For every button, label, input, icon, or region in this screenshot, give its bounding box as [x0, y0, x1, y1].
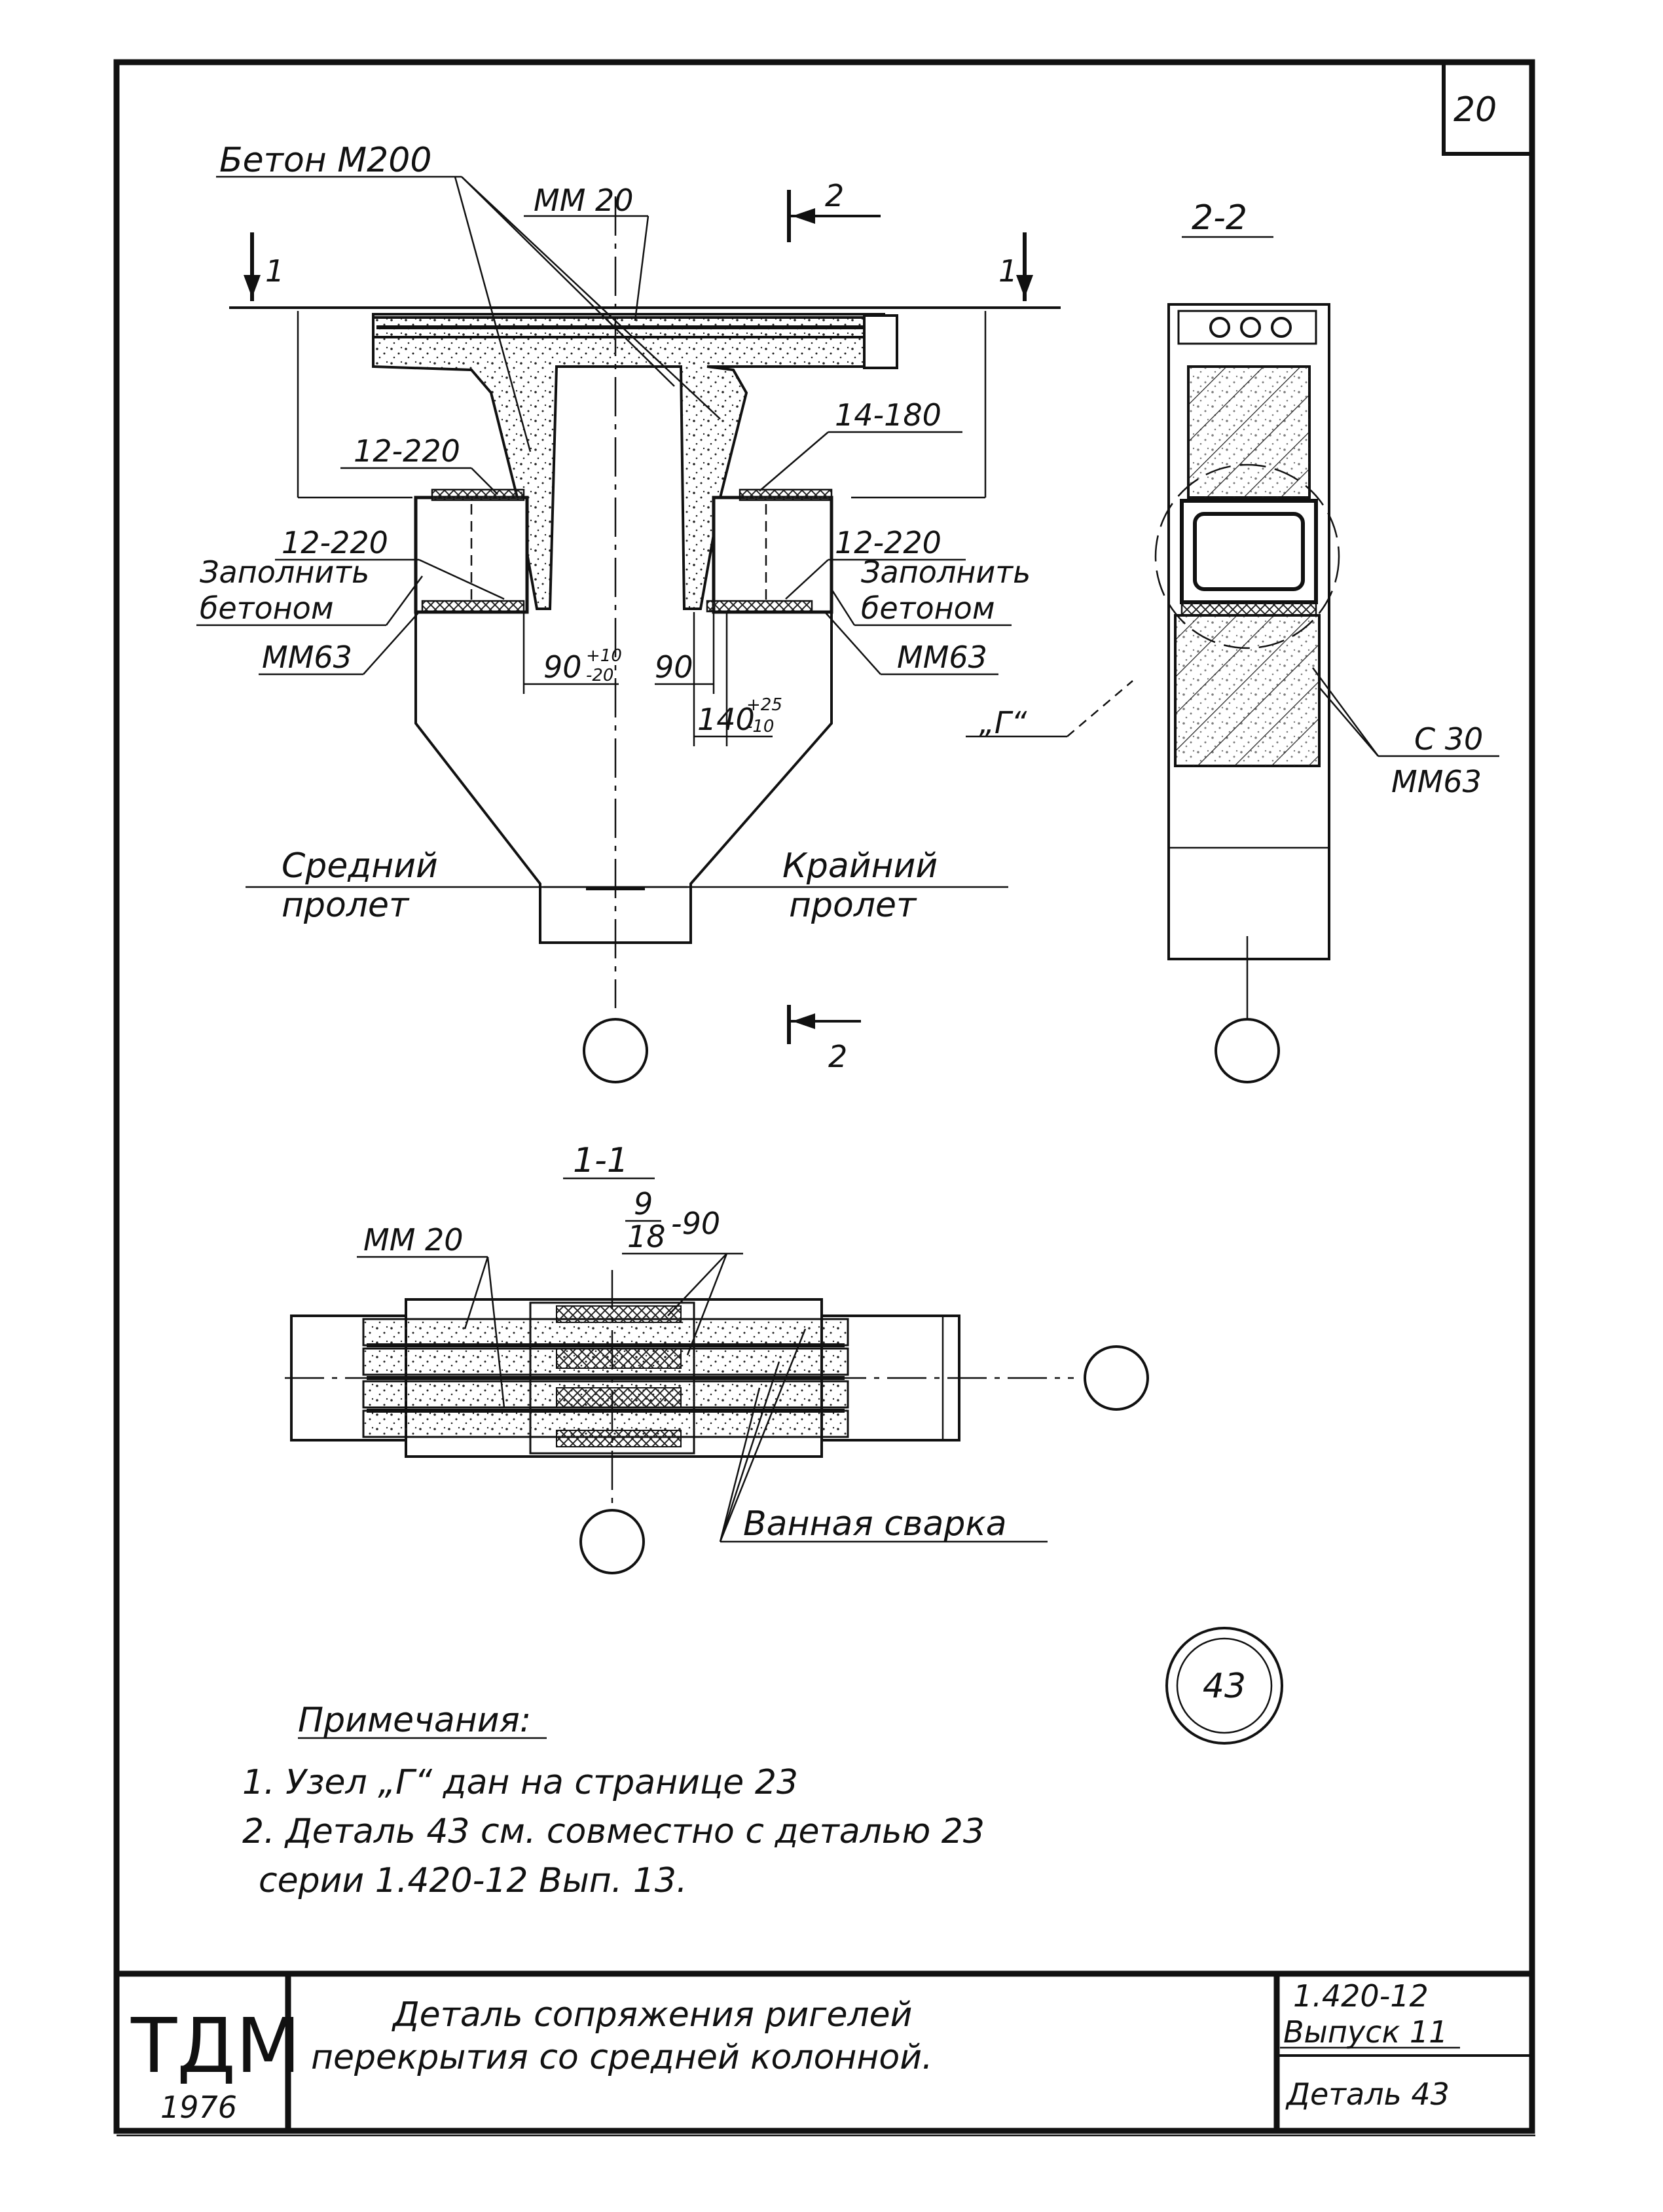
label-mm20-top: MM 20	[534, 183, 634, 218]
svg-text:2: 2	[825, 178, 844, 213]
label-fill-left-1: Заполнить	[200, 554, 369, 590]
section-2-2: 2-2 C 30 MM63	[1154, 198, 1499, 1083]
title-line-2: перекрытия со средней колонной.	[311, 2038, 933, 2077]
title-detail: Деталь 43	[1285, 2076, 1450, 2112]
svg-text:90: 90	[655, 649, 693, 685]
axis-bubble-top	[583, 1018, 648, 1083]
axis-bubble-1-1-right	[1084, 1345, 1149, 1411]
axis-bubble-right	[1215, 1018, 1280, 1083]
svg-text:-10: -10	[746, 717, 774, 736]
svg-text:90: 90	[543, 649, 582, 685]
label-12-220-a: 12-220	[354, 433, 460, 469]
label-fill-left-2: бетоном	[200, 590, 334, 626]
label-frac-num: 9	[634, 1186, 653, 1222]
label-12-220-b: 12-220	[282, 525, 388, 560]
label-frac-den: 18	[627, 1219, 666, 1254]
section-2-2-title: 2-2	[1192, 198, 1247, 238]
label-concrete-m200: Бетон M200	[219, 141, 431, 180]
label-frac-suffix: -90	[671, 1206, 720, 1241]
label-mm63-left: MM63	[262, 640, 352, 675]
label-bath-welding: Ванная сварка	[743, 1504, 1007, 1544]
label-14-180: 14-180	[835, 397, 941, 433]
title-year: 1976	[160, 2090, 237, 2125]
title-series: 1.420-12	[1293, 1978, 1429, 2014]
label-mm63-2-2: MM63	[1391, 764, 1482, 799]
svg-text:-20: -20	[586, 666, 613, 685]
label-node-g: „Г“	[979, 705, 1027, 740]
sheet-frame	[113, 59, 1535, 2137]
section-mark-1-right: 1	[998, 232, 1033, 301]
section-mark-1-left: 1	[244, 232, 284, 301]
section-1-1: 1-1 MM 20 9 18 -90	[285, 1141, 1149, 1574]
svg-text:140: 140	[697, 702, 755, 737]
section-mark-2-top: 2	[787, 178, 881, 242]
sheet-number: 20	[1453, 90, 1497, 130]
notes: Примечания: 1. Узел „Г“ дан на странице …	[242, 1701, 985, 1900]
title-block: ТДМ 1976 Деталь сопряжения ригелей перек…	[117, 1970, 1532, 2131]
org-stamp: ТДМ	[130, 2003, 301, 2090]
notes-heading: Примечания:	[298, 1701, 531, 1740]
svg-text:2: 2	[828, 1039, 847, 1074]
note-line-3: серии 1.420-12 Вып. 13.	[259, 1861, 687, 1900]
concrete-joint	[372, 313, 885, 610]
note-line-1: 1. Узел „Г“ дан на странице 23	[242, 1763, 798, 1802]
node-g-circle	[1154, 463, 1340, 649]
svg-text:1: 1	[265, 253, 284, 289]
section-mark-2-bottom: 2	[787, 1005, 861, 1074]
detail-badge-number: 43	[1203, 1667, 1246, 1706]
dim-90: 90	[655, 612, 715, 694]
label-12-220-c: 12-220	[835, 525, 941, 560]
top-view: 1 1 2 2 Бетон M200 MM 20 12-220	[196, 141, 1133, 1083]
label-fill-right-2: бетоном	[861, 590, 995, 626]
span-right-2: пролет	[789, 886, 917, 925]
dim-90-tolerance: 90 +10 -20	[522, 612, 622, 694]
dim-140: 140 +25 -10	[693, 612, 782, 746]
axis-bubble-1-1-bottom	[579, 1509, 645, 1574]
span-left-2: пролет	[282, 886, 410, 925]
svg-text:+25: +25	[746, 695, 782, 715]
svg-text:+10: +10	[586, 646, 622, 666]
span-left-1: Средний	[282, 846, 438, 886]
label-mm63-right: MM63	[897, 640, 987, 675]
section-1-1-title: 1-1	[573, 1141, 629, 1180]
right-beam-end	[712, 496, 833, 614]
svg-text:1: 1	[998, 253, 1017, 289]
column-elevation	[1167, 303, 1330, 960]
title-issue: Выпуск 11	[1283, 2014, 1448, 2050]
column-outline	[414, 612, 833, 944]
title-line-1: Деталь сопряжения ригелей	[392, 1995, 912, 2035]
sheet-number-box: 20	[1442, 62, 1532, 156]
label-c30: C 30	[1414, 721, 1483, 757]
detail-badge: 43	[1165, 1627, 1283, 1745]
label-fill-right-1: Заполнить	[861, 554, 1031, 590]
note-line-2: 2. Деталь 43 см. совместно с деталью 23	[242, 1812, 985, 1851]
label-mm20-1-1: MM 20	[363, 1222, 464, 1258]
span-right-1: Крайний	[782, 846, 938, 886]
